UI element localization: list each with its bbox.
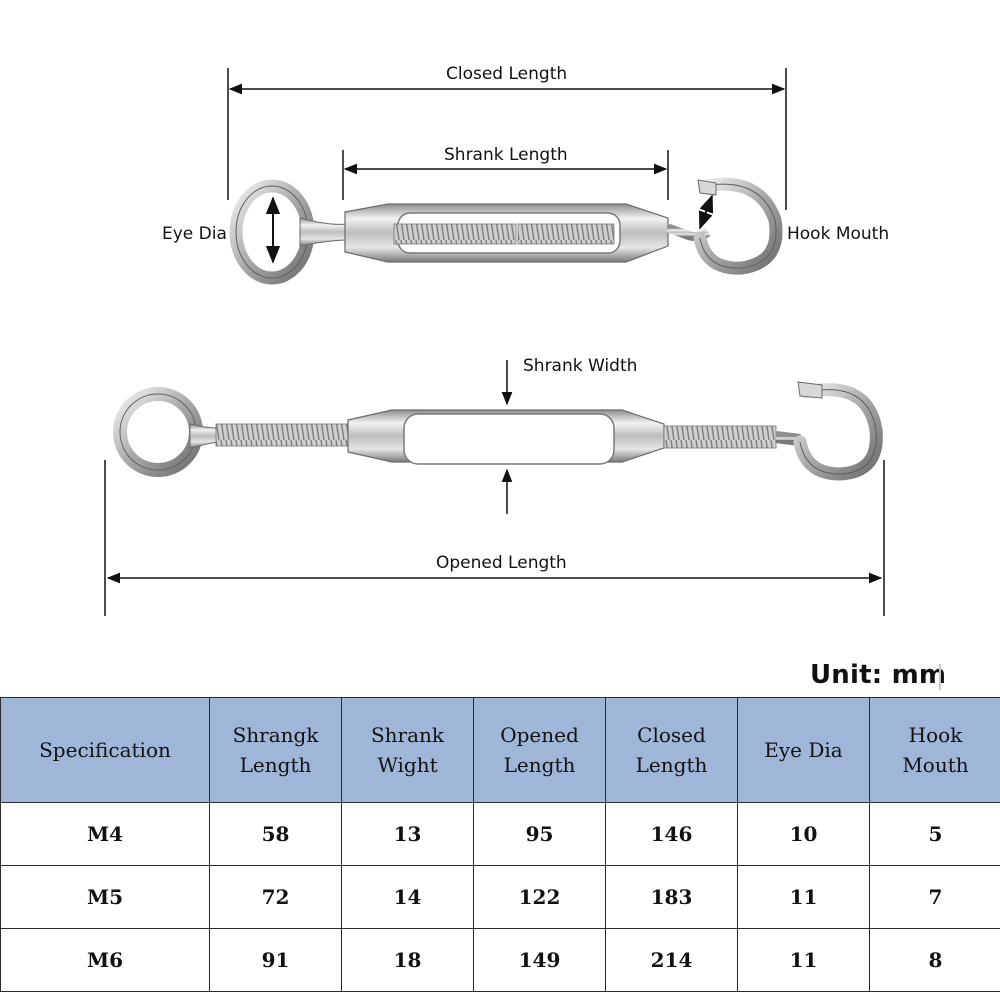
table-cell: 8 (869, 928, 1000, 992)
table-cell: M6 (0, 928, 210, 992)
table-cell: 14 (341, 865, 474, 929)
hook-mouth-dimension (698, 194, 714, 230)
turnbuckle-drawing (104, 68, 885, 616)
opened-turnbuckle (113, 381, 883, 481)
table-cell: 95 (473, 802, 606, 866)
header-cell: Hook Mouth (869, 697, 1000, 803)
closed-length-label: Closed Length (446, 64, 568, 84)
opened-length-dimension (104, 460, 885, 616)
header-cell: Eye Dia (737, 697, 870, 803)
table-cell: 10 (737, 802, 870, 866)
eye-dia-label: Eye Dia (162, 224, 227, 244)
table-row: M6 91 18 149 214 11 8 (0, 928, 1000, 992)
hook-mouth-label: Hook Mouth (787, 224, 890, 244)
table-cell: 122 (473, 865, 606, 929)
table-cell: M5 (0, 865, 210, 929)
unit-label: Unit: mm (810, 660, 947, 690)
table-cell: 72 (209, 865, 342, 929)
table-cell: 18 (341, 928, 474, 992)
shrank-length-dimension (342, 150, 669, 200)
header-cell: Specification (0, 697, 210, 803)
table-cell: 149 (473, 928, 606, 992)
table-cell: 58 (209, 802, 342, 866)
closed-turnbuckle (229, 177, 783, 285)
shrank-width-label: Shrank Width (523, 356, 638, 376)
table-cell: 11 (737, 865, 870, 929)
opened-length-label: Opened Length (436, 553, 567, 573)
table-row: M4 58 13 95 146 10 5 (0, 802, 1000, 866)
turnbuckle-diagram: Closed Length Shrank Length Eye Dia Hook… (104, 64, 890, 616)
shrank-length-label: Shrank Length (444, 145, 568, 165)
table-cell: 183 (605, 865, 738, 929)
table-cell: 214 (605, 928, 738, 992)
table-row: M5 72 14 122 183 11 7 (0, 865, 1000, 929)
table-cell: 13 (341, 802, 474, 866)
table-cell: 11 (737, 928, 870, 992)
table-cell: 91 (209, 928, 342, 992)
table-cell: 146 (605, 802, 738, 866)
table-cell: M4 (0, 802, 210, 866)
unit-divider (939, 664, 941, 690)
table-cell: 5 (869, 802, 1000, 866)
table-cell: 7 (869, 865, 1000, 929)
closed-length-dimension (227, 68, 787, 210)
